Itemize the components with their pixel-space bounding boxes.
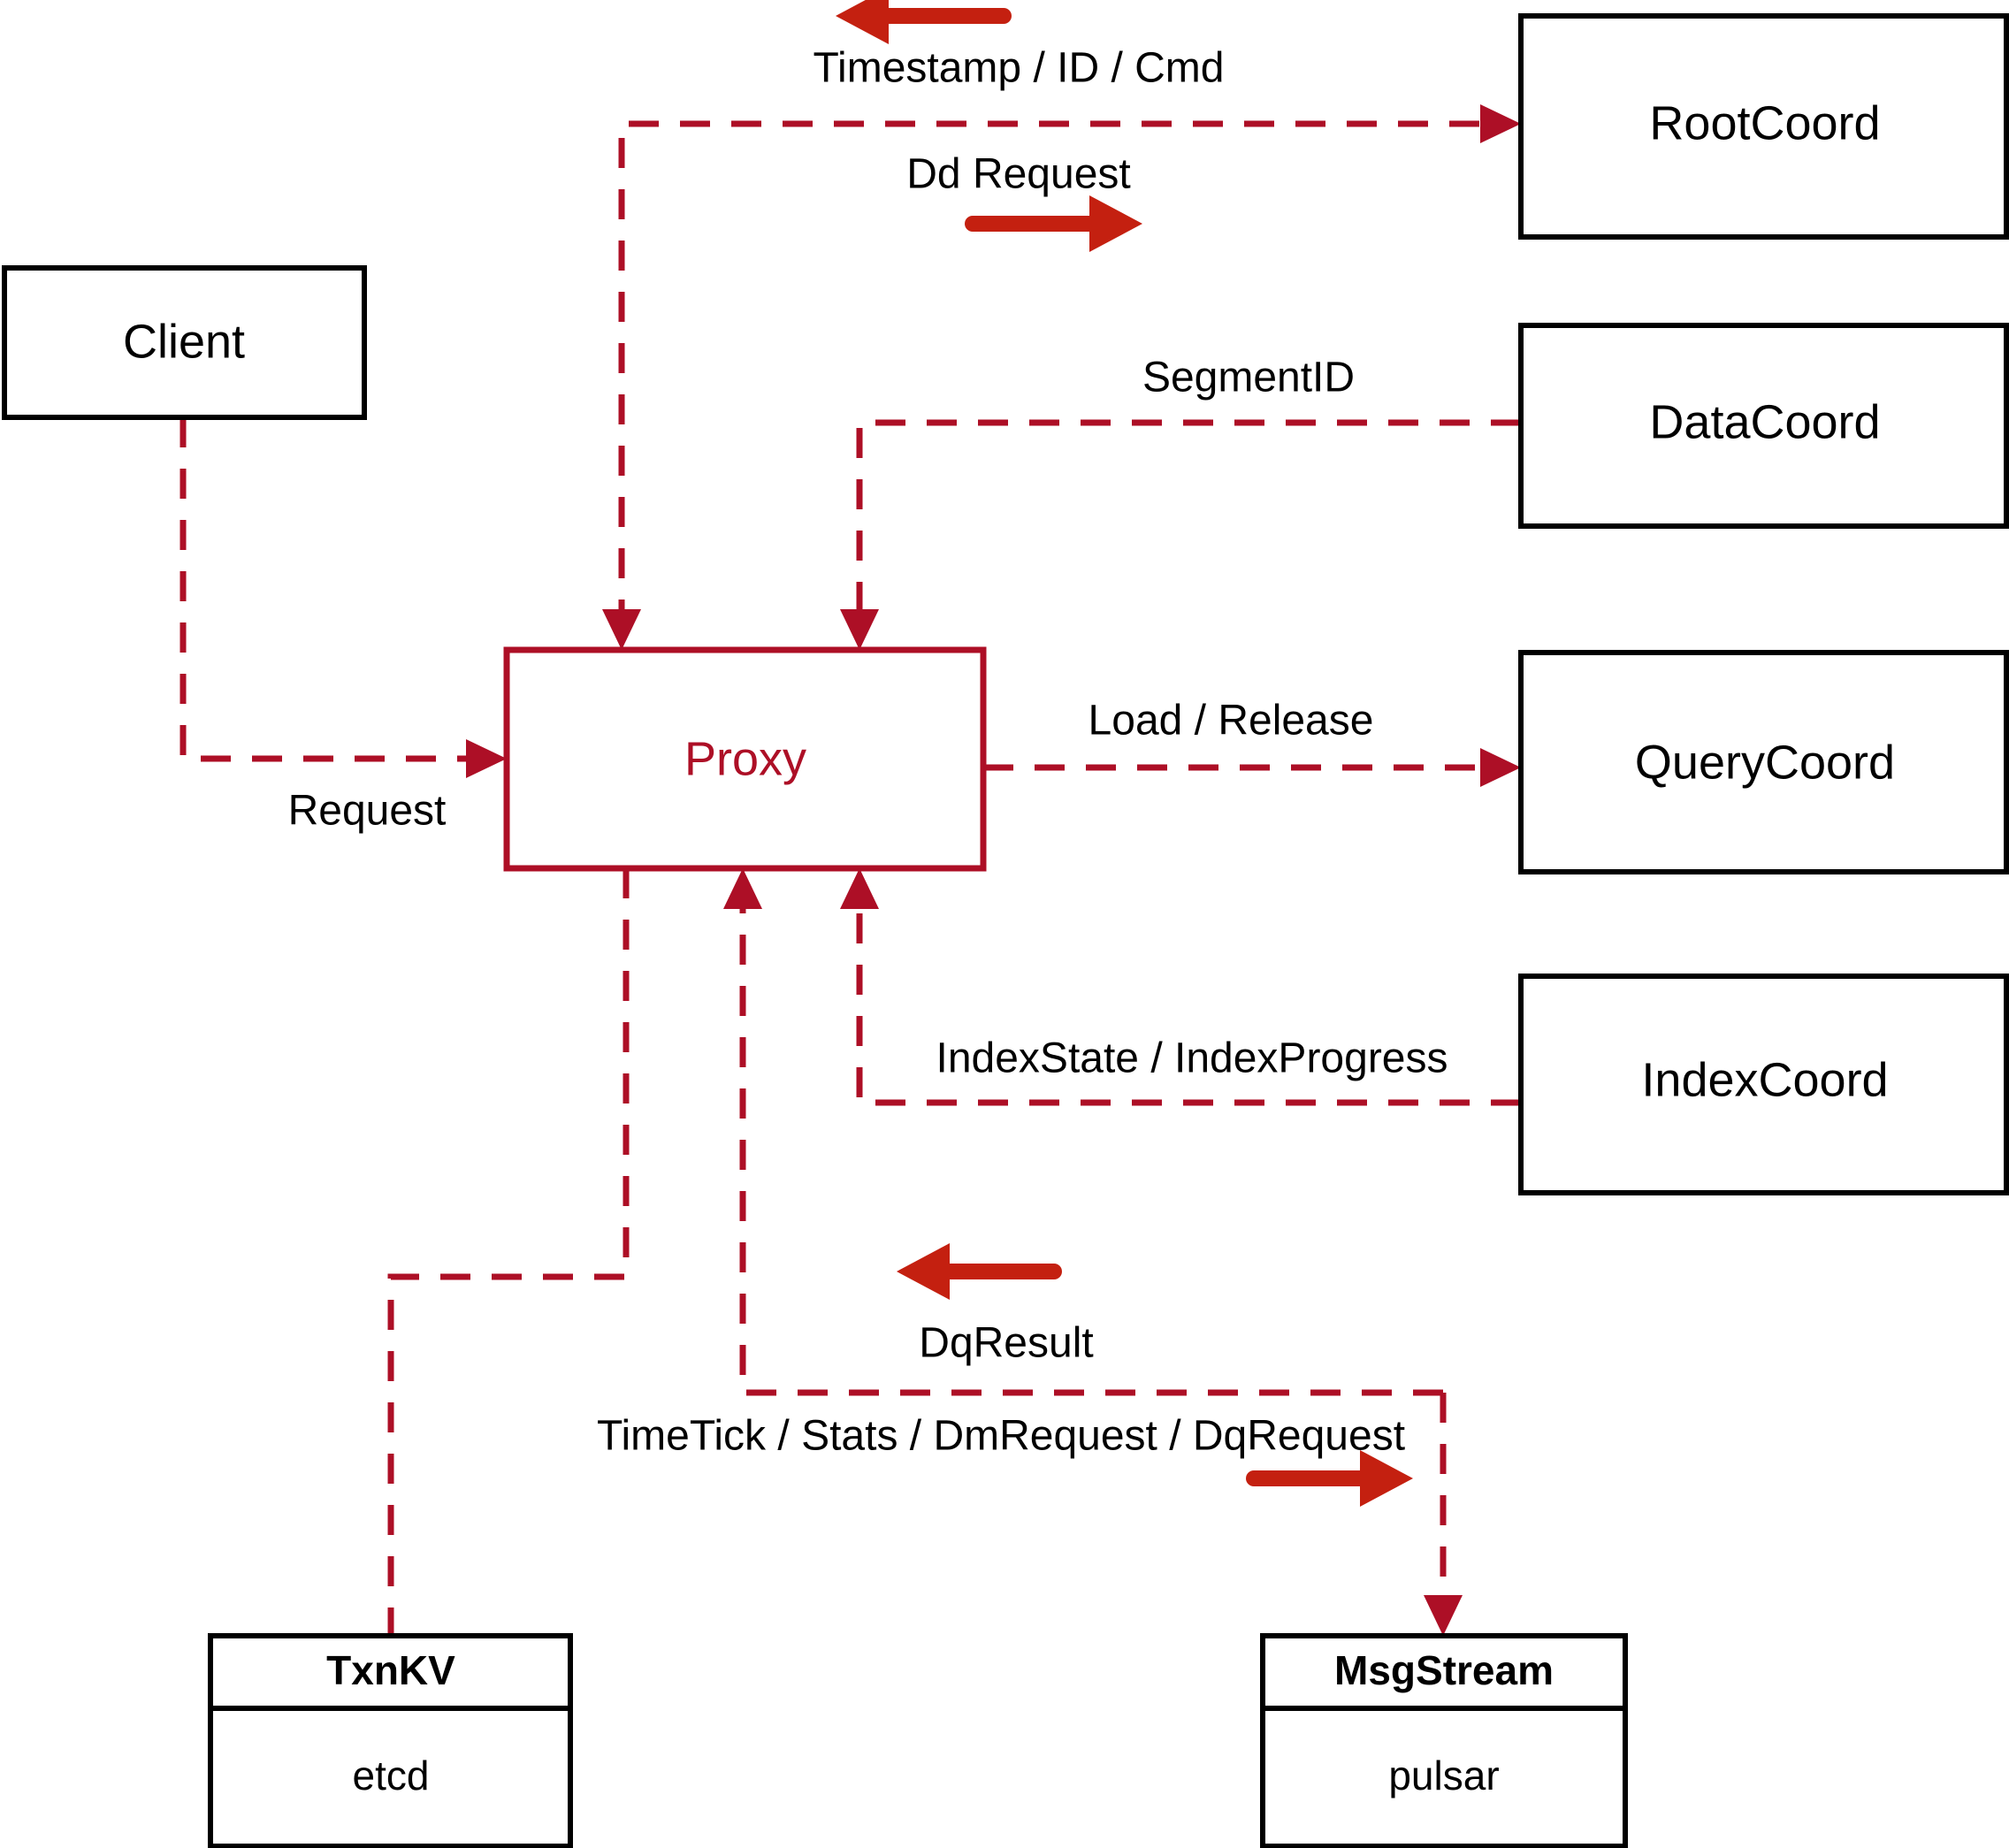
edge-proxy-rootcoord xyxy=(602,104,1521,650)
edge-client-proxy xyxy=(180,417,507,778)
edge-label-request: Request xyxy=(288,788,447,835)
node-rootcoord-box[interactable] xyxy=(1518,13,2009,240)
edge-datacoord-proxy-arrowhead xyxy=(840,609,879,650)
node-txnkv[interactable]: TxnKV etcd xyxy=(208,1633,573,1848)
edge-datacoord-proxy-path xyxy=(856,419,1521,630)
node-client-label: Client xyxy=(123,315,245,368)
node-txnkv-title: TxnKV xyxy=(326,1647,455,1693)
edge-msgstream-proxy-path xyxy=(739,889,1443,1396)
edge-rootcoord-proxy-arrowhead xyxy=(602,609,641,650)
node-indexcoord[interactable]: IndexCoord xyxy=(1518,974,2009,1195)
edge-indexcoord-proxy-arrowhead xyxy=(840,868,879,909)
edge-proxy-querycoord-arrowhead xyxy=(1480,748,1521,787)
node-msgstream-subtitle: pulsar xyxy=(1388,1753,1499,1798)
edge-client-proxy-path xyxy=(180,417,486,762)
node-proxy-label: Proxy xyxy=(684,732,806,785)
edge-proxy-msgstream-arrowhead xyxy=(1424,1595,1463,1636)
edge-indexcoord-proxy-path xyxy=(856,889,1521,1106)
edge-indexcoord-proxy xyxy=(840,868,1521,1106)
edge-label-timetick-stats: TimeTick / Stats / DmRequest / DqRequest xyxy=(597,1413,1405,1460)
edge-proxy-rootcoord-path xyxy=(618,120,1501,630)
node-msgstream[interactable]: MsgStream pulsar xyxy=(1260,1633,1628,1848)
edge-proxy-msgstream xyxy=(1424,1393,1463,1636)
node-proxy[interactable]: Proxy xyxy=(503,646,987,872)
node-rootcoord-label: RootCoord xyxy=(1649,96,1880,149)
node-datacoord-label: DataCoord xyxy=(1649,395,1880,448)
edge-label-dqresult: DqResult xyxy=(919,1320,1093,1367)
direction-arrow-dqresult xyxy=(897,1243,1062,1300)
node-msgstream-box[interactable] xyxy=(1260,1633,1628,1848)
node-proxy-box[interactable] xyxy=(503,646,987,872)
edge-proxy-txnkv xyxy=(387,868,630,1636)
edge-msgstream-proxy xyxy=(723,868,1443,1396)
direction-arrow-timestamp xyxy=(836,0,1012,44)
node-indexcoord-box[interactable] xyxy=(1518,974,2009,1195)
direction-arrow-dqrequest xyxy=(1246,1450,1413,1507)
node-querycoord-label: QueryCoord xyxy=(1635,736,1895,789)
edge-proxy-querycoord xyxy=(983,748,1521,787)
edge-label-indexstate: IndexState / IndexProgress xyxy=(936,1035,1448,1082)
node-rootcoord[interactable]: RootCoord xyxy=(1518,13,2009,240)
node-querycoord-box[interactable] xyxy=(1518,650,2009,874)
edge-msgstream-proxy-arrowhead xyxy=(723,868,762,909)
edge-proxy-txnkv-path xyxy=(387,868,630,1636)
node-txnkv-box[interactable] xyxy=(208,1633,573,1848)
node-indexcoord-label: IndexCoord xyxy=(1641,1053,1888,1106)
node-msgstream-title: MsgStream xyxy=(1334,1647,1554,1693)
direction-arrow-dd-request xyxy=(965,195,1142,252)
node-datacoord-box[interactable] xyxy=(1518,323,2009,529)
node-client[interactable]: Client xyxy=(2,265,367,420)
node-querycoord[interactable]: QueryCoord xyxy=(1518,650,2009,874)
node-txnkv-subtitle: etcd xyxy=(353,1753,430,1798)
edge-label-segmentid: SegmentID xyxy=(1142,355,1355,401)
edge-label-timestamp-id-cmd: Timestamp / ID / Cmd xyxy=(814,45,1225,92)
edge-proxy-rootcoord-arrowhead xyxy=(1480,104,1521,143)
edge-client-proxy-arrowhead xyxy=(466,739,507,778)
direction-arrow-dd-request-head xyxy=(1089,195,1142,252)
edge-label-load-release: Load / Release xyxy=(1089,698,1374,745)
direction-arrow-dqrequest-head xyxy=(1360,1450,1413,1507)
direction-arrow-timestamp-head xyxy=(836,0,889,44)
edge-datacoord-proxy xyxy=(840,419,1521,650)
direction-arrow-dqresult-head xyxy=(897,1243,950,1300)
node-client-box[interactable] xyxy=(2,265,367,420)
node-datacoord[interactable]: DataCoord xyxy=(1518,323,2009,529)
edge-label-dd-request: Dd Request xyxy=(906,151,1130,198)
